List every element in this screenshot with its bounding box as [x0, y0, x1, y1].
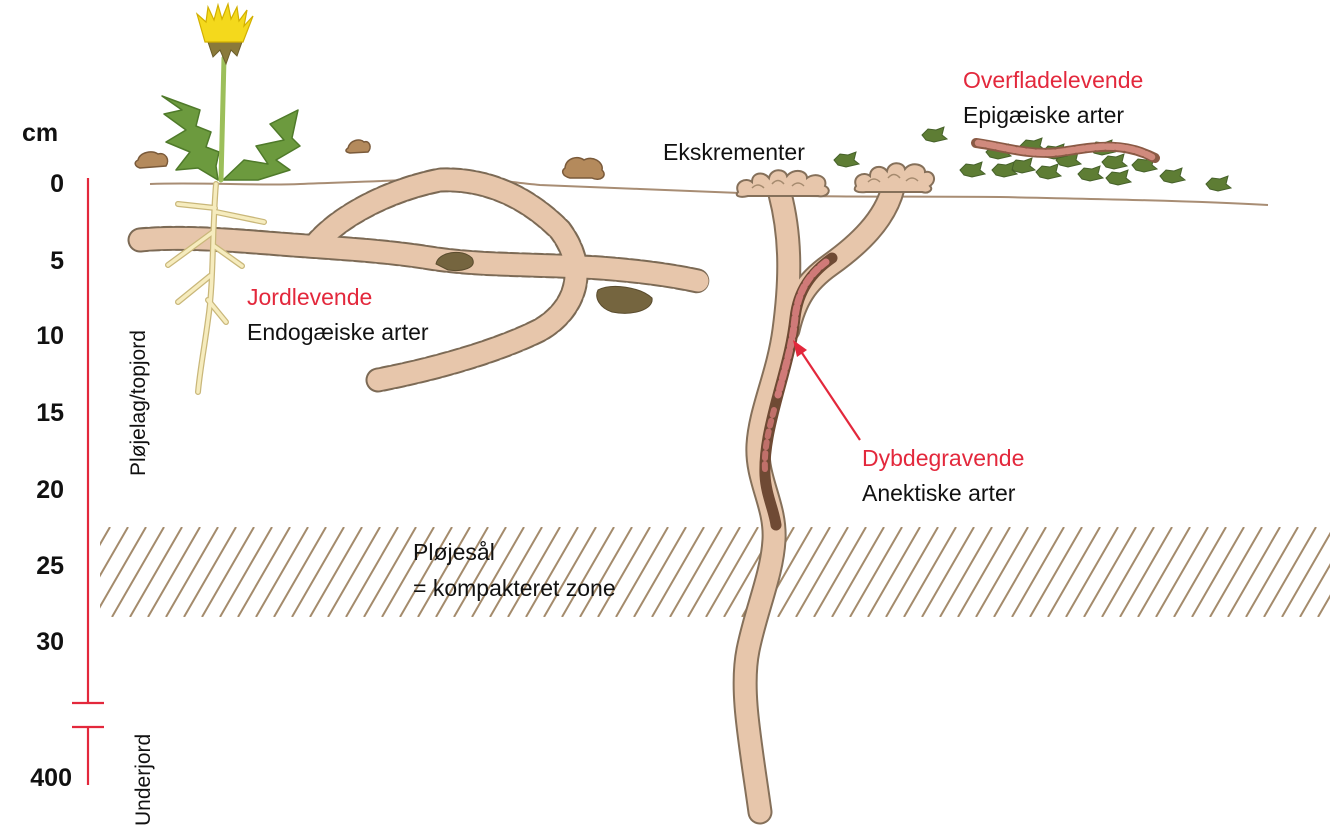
- plough-pan-note: = kompakteret zone: [413, 575, 616, 601]
- litter-leaf: [1206, 176, 1231, 191]
- scale-unit: cm: [22, 119, 58, 147]
- arrow-line: [800, 350, 860, 440]
- cast-pile: [855, 163, 934, 192]
- tick-label-25: 25: [36, 552, 64, 580]
- plant-leaf-right: [223, 110, 300, 180]
- litter-leaf: [1078, 166, 1103, 181]
- flower-sepals: [208, 42, 242, 64]
- tick-label-10: 10: [36, 322, 64, 350]
- litter-leaf: [1160, 168, 1185, 183]
- litter-leaf: [1010, 158, 1035, 173]
- soil-clod: [346, 140, 370, 153]
- tick-label-5: 5: [50, 247, 64, 275]
- side-root-core: [216, 212, 264, 222]
- litter-leaf: [1106, 170, 1131, 185]
- tick-label-0: 0: [50, 170, 64, 198]
- dandelion-flower: [197, 4, 253, 42]
- tick-label-30: 30: [36, 628, 64, 656]
- arrowhead-icon: [793, 340, 807, 357]
- subsoil-zone-label: Underjord: [132, 734, 155, 826]
- plough-pan-hatch-line: [1318, 527, 1330, 617]
- plant-stem: [221, 58, 224, 180]
- pointer-arrow: [793, 340, 860, 440]
- litter-leaf: [922, 127, 947, 142]
- endogeic-group-name: Jordlevende: [247, 284, 372, 310]
- litter-leaf: [1102, 154, 1127, 169]
- casts-label: Ekskrementer: [663, 139, 805, 165]
- soil-clod: [563, 158, 604, 180]
- endogeic-burrow: [315, 180, 576, 380]
- tick-label-15: 15: [36, 399, 64, 427]
- litter-leaf: [960, 162, 985, 177]
- soil-surface-line: [150, 178, 1268, 205]
- tick-label-400: 400: [30, 764, 72, 792]
- litter-leaf: [834, 152, 859, 167]
- tick-label-20: 20: [36, 476, 64, 504]
- epigeic-group-name: Overfladelevende: [963, 67, 1143, 93]
- endogeic-burrows: [140, 180, 698, 380]
- plough-pan-label: Pløjesål: [413, 539, 495, 565]
- plough-pan-hatching: [40, 527, 1330, 617]
- side-root-core: [178, 276, 210, 302]
- anecic-group-name: Dybdegravende: [862, 445, 1024, 471]
- epigeic-group-type: Epigæiske arter: [963, 102, 1124, 128]
- anecic-group-type: Anektiske arter: [862, 480, 1016, 506]
- plant-leaf-left: [162, 96, 219, 180]
- litter-leaf: [1036, 164, 1061, 179]
- soil-clod: [135, 152, 167, 168]
- endogeic-group-type: Endogæiske arter: [247, 319, 429, 345]
- topsoil-zone-label: Pløjelag/topjord: [127, 330, 150, 476]
- pebble: [597, 287, 652, 314]
- anecic-burrow: [788, 188, 893, 330]
- depth-scale: cm 0 5 10 15 20 25 30 400 Pløjelag/topjo…: [22, 119, 155, 826]
